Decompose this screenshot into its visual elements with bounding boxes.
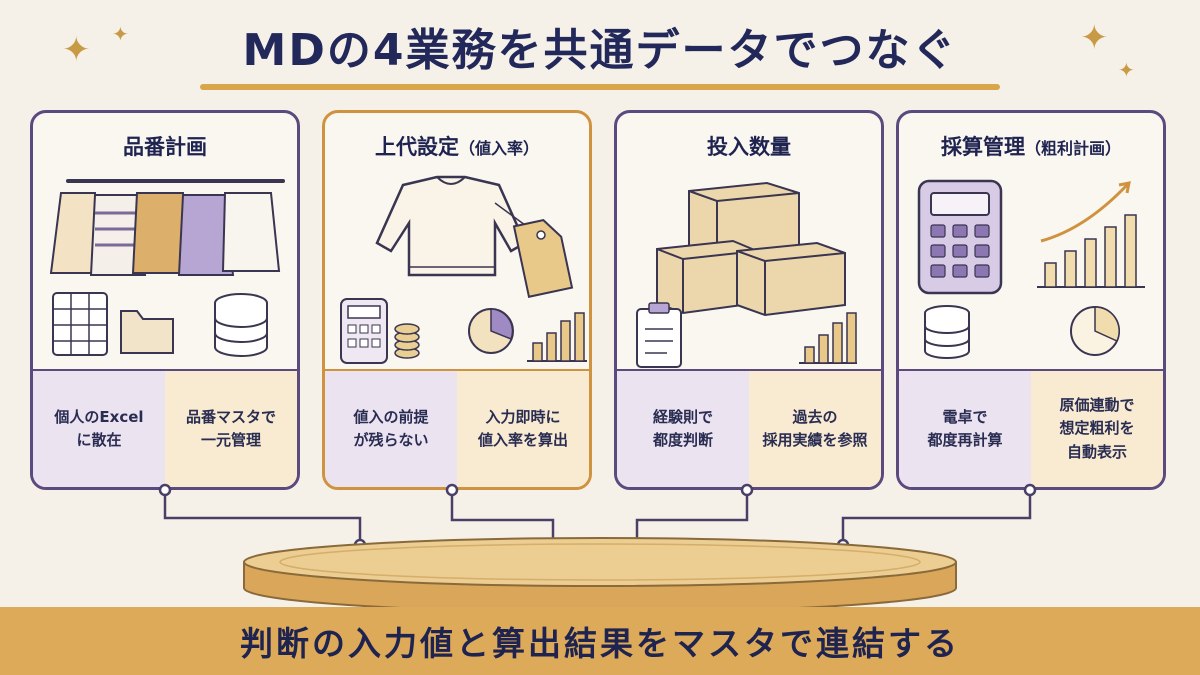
rising-bar-chart-icon: [1037, 181, 1145, 288]
pie-chart-icon: [468, 308, 514, 354]
boxes-icon: [656, 181, 846, 317]
folder-icon: [120, 310, 174, 354]
page-title: MDの4業務を共通データでつなぐ: [242, 25, 958, 76]
card-title: 品番計画: [33, 131, 297, 161]
database-icon: [214, 293, 268, 357]
after-cell: 原価連動で 想定粗利を 自動表示: [1031, 371, 1163, 487]
card-illustration: [49, 179, 285, 357]
sweater-icon: [375, 175, 527, 277]
connector-lines: [163, 490, 1032, 545]
sparkle-icon: ✦: [1080, 18, 1109, 58]
clipboard-icon: [636, 302, 682, 368]
before-cell: 値入の前提 が残らない: [325, 371, 457, 487]
calculator-icon: [917, 179, 1003, 295]
pie-chart-icon: [1070, 306, 1120, 356]
after-cell: 過去の 採用実績を参照: [749, 371, 881, 487]
bar-chart-icon: [799, 312, 857, 364]
coins-icon: [394, 323, 420, 359]
after-cell: 入力即時に 値入率を算出: [457, 371, 589, 487]
card-illustration: [636, 181, 857, 368]
card-title: 上代設定（値入率）: [325, 131, 589, 161]
card-title-text: 投入数量: [707, 135, 791, 159]
title-underline: [200, 84, 1000, 90]
card-title-text: 上代設定: [374, 135, 459, 159]
card-comparison: 個人のExcel に散在 品番マスタで 一元管理: [33, 369, 297, 487]
price-tag-icon: [494, 202, 574, 298]
connector-dots: [158, 483, 1037, 552]
card-comparison: 経験則で 都度判断 過去の 採用実績を参照: [617, 369, 881, 487]
card-subtitle: （値入率）: [458, 139, 539, 158]
card-comparison: 電卓で 都度再計算 原価連動で 想定粗利を 自動表示: [899, 369, 1163, 487]
card-subtitle: （粗利計画）: [1024, 139, 1121, 158]
card-comparison: 値入の前提 が残らない 入力即時に 値入率を算出: [325, 369, 589, 487]
before-cell: 経験則で 都度判断: [617, 371, 749, 487]
platform-disc: [243, 537, 957, 613]
after-cell: 品番マスタで 一元管理: [165, 371, 297, 487]
calculator-icon: [340, 298, 388, 364]
before-cell: 電卓で 都度再計算: [899, 371, 1031, 487]
spreadsheet-icon: [52, 292, 108, 356]
card-hinban-plan: 品番計画: [30, 110, 300, 490]
card-input-quantity: 投入数量 経験則で 都度判断 過去: [614, 110, 884, 490]
card-title: 採算管理（粗利計画）: [899, 131, 1163, 161]
footer-text: 判断の入力値と算出結果をマスタで連結する: [240, 624, 960, 663]
card-retail-price: 上代設定（値入率）: [322, 110, 592, 490]
card-profit-management: 採算管理（粗利計画）: [896, 110, 1166, 490]
footer-banner: 判断の入力値と算出結果をマスタで連結する: [0, 607, 1200, 675]
card-illustration: [340, 175, 587, 364]
card-illustration: [917, 179, 1145, 359]
card-title-text: 品番計画: [123, 135, 207, 159]
database-icon: [924, 305, 970, 359]
clothes-rack-icon: [49, 179, 285, 276]
bar-chart-icon: [527, 312, 587, 362]
sparkle-icon: ✦: [1118, 58, 1135, 82]
card-title-text: 採算管理: [940, 135, 1025, 159]
card-title: 投入数量: [617, 131, 881, 161]
sparkle-icon: ✦: [62, 30, 91, 70]
sparkle-icon: ✦: [112, 22, 129, 46]
before-cell: 個人のExcel に散在: [33, 371, 165, 487]
